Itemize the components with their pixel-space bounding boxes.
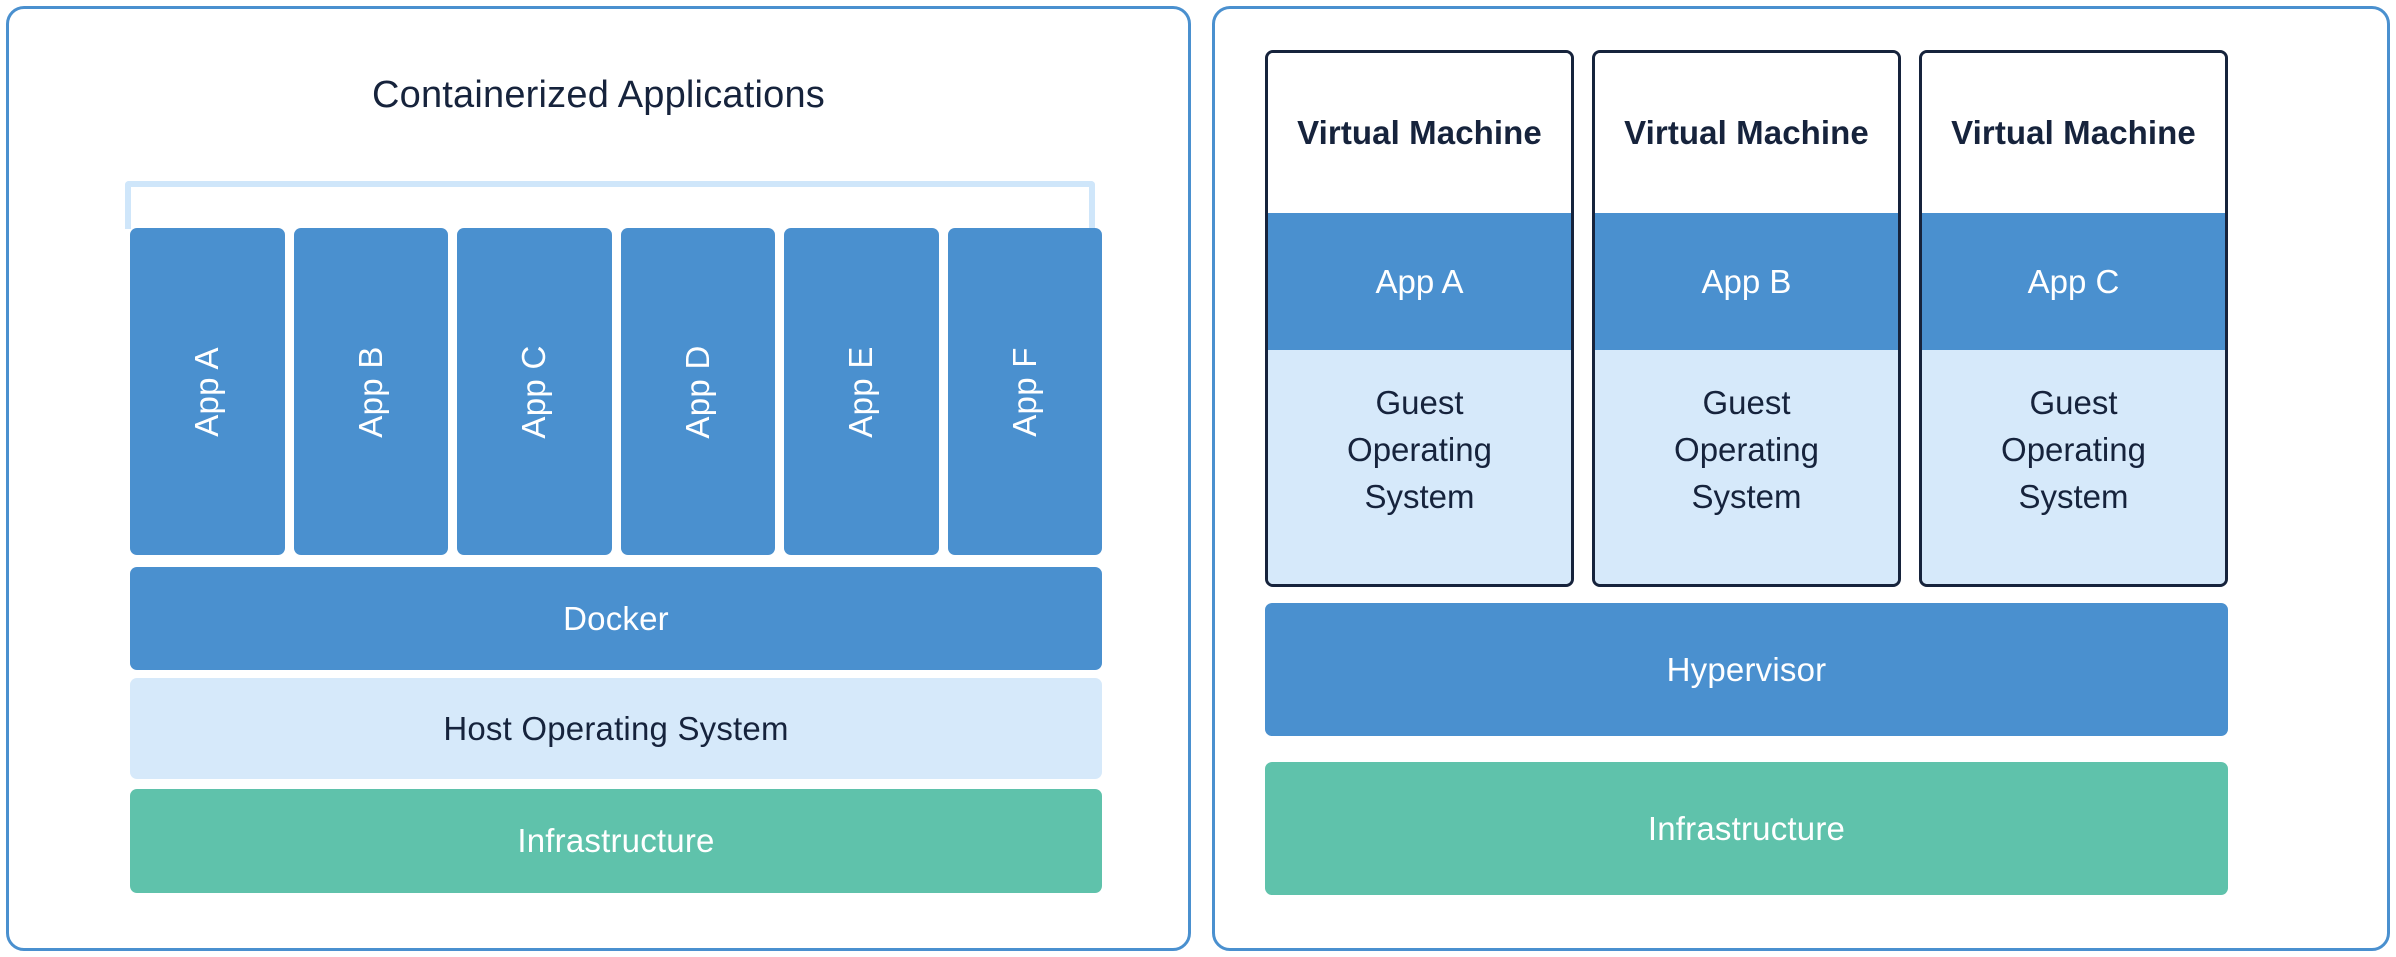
virtual-machine-3[interactable]: Virtual Machine App C Guest Operating Sy…: [1919, 50, 2228, 587]
container-app-b[interactable]: App B: [293, 228, 448, 555]
virtual-machine-2-title: Virtual Machine: [1595, 53, 1898, 213]
container-app-a-label: App A: [188, 346, 226, 437]
hypervisor-layer[interactable]: Hypervisor: [1265, 603, 2228, 736]
container-app-a[interactable]: App A: [130, 228, 285, 555]
container-app-c[interactable]: App C: [457, 228, 612, 555]
virtual-machine-3-app[interactable]: App C: [1922, 213, 2225, 350]
virtual-machine-1-title: Virtual Machine: [1268, 53, 1571, 213]
virtual-machine-2[interactable]: Virtual Machine App B Guest Operating Sy…: [1592, 50, 1901, 587]
virtual-machine-2-app[interactable]: App B: [1595, 213, 1898, 350]
virtual-machine-3-guest-os-label: Guest Operating System: [2001, 384, 2146, 515]
container-app-f[interactable]: App F: [947, 228, 1102, 555]
virtual-machine-row: Virtual Machine App A Guest Operating Sy…: [1265, 50, 2228, 587]
virtual-machine-1-app[interactable]: App A: [1268, 213, 1571, 350]
docker-layer[interactable]: Docker: [130, 567, 1102, 670]
page-title: Containerized Applications: [371, 74, 826, 116]
infrastructure-layer-containers[interactable]: Infrastructure: [130, 789, 1102, 893]
container-app-c-label: App C: [515, 344, 553, 439]
containers-panel: Containerized Applications App A App B A…: [6, 6, 1191, 951]
host-operating-system-layer[interactable]: Host Operating System: [130, 678, 1102, 779]
virtual-machine-3-guest-os[interactable]: Guest Operating System: [1922, 350, 2225, 584]
container-app-e[interactable]: App E: [784, 228, 939, 555]
container-app-e-label: App E: [842, 345, 880, 438]
container-app-f-label: App F: [1005, 346, 1043, 437]
virtual-machine-1-guest-os-label: Guest Operating System: [1347, 384, 1492, 515]
container-app-d[interactable]: App D: [620, 228, 775, 555]
virtual-machine-2-guest-os-label: Guest Operating System: [1674, 384, 1819, 515]
container-app-row: App A App B App C App D App E App F: [130, 228, 1102, 555]
container-app-d-label: App D: [678, 344, 716, 439]
virtual-machine-1-guest-os[interactable]: Guest Operating System: [1268, 350, 1571, 584]
container-app-b-label: App B: [351, 345, 389, 438]
container-grouping-bracket: [125, 181, 1095, 229]
infrastructure-layer-vms[interactable]: Infrastructure: [1265, 762, 2228, 895]
virtual-machine-3-title: Virtual Machine: [1922, 53, 2225, 213]
virtual-machine-1[interactable]: Virtual Machine App A Guest Operating Sy…: [1265, 50, 1574, 587]
virtual-machine-2-guest-os[interactable]: Guest Operating System: [1595, 350, 1898, 584]
